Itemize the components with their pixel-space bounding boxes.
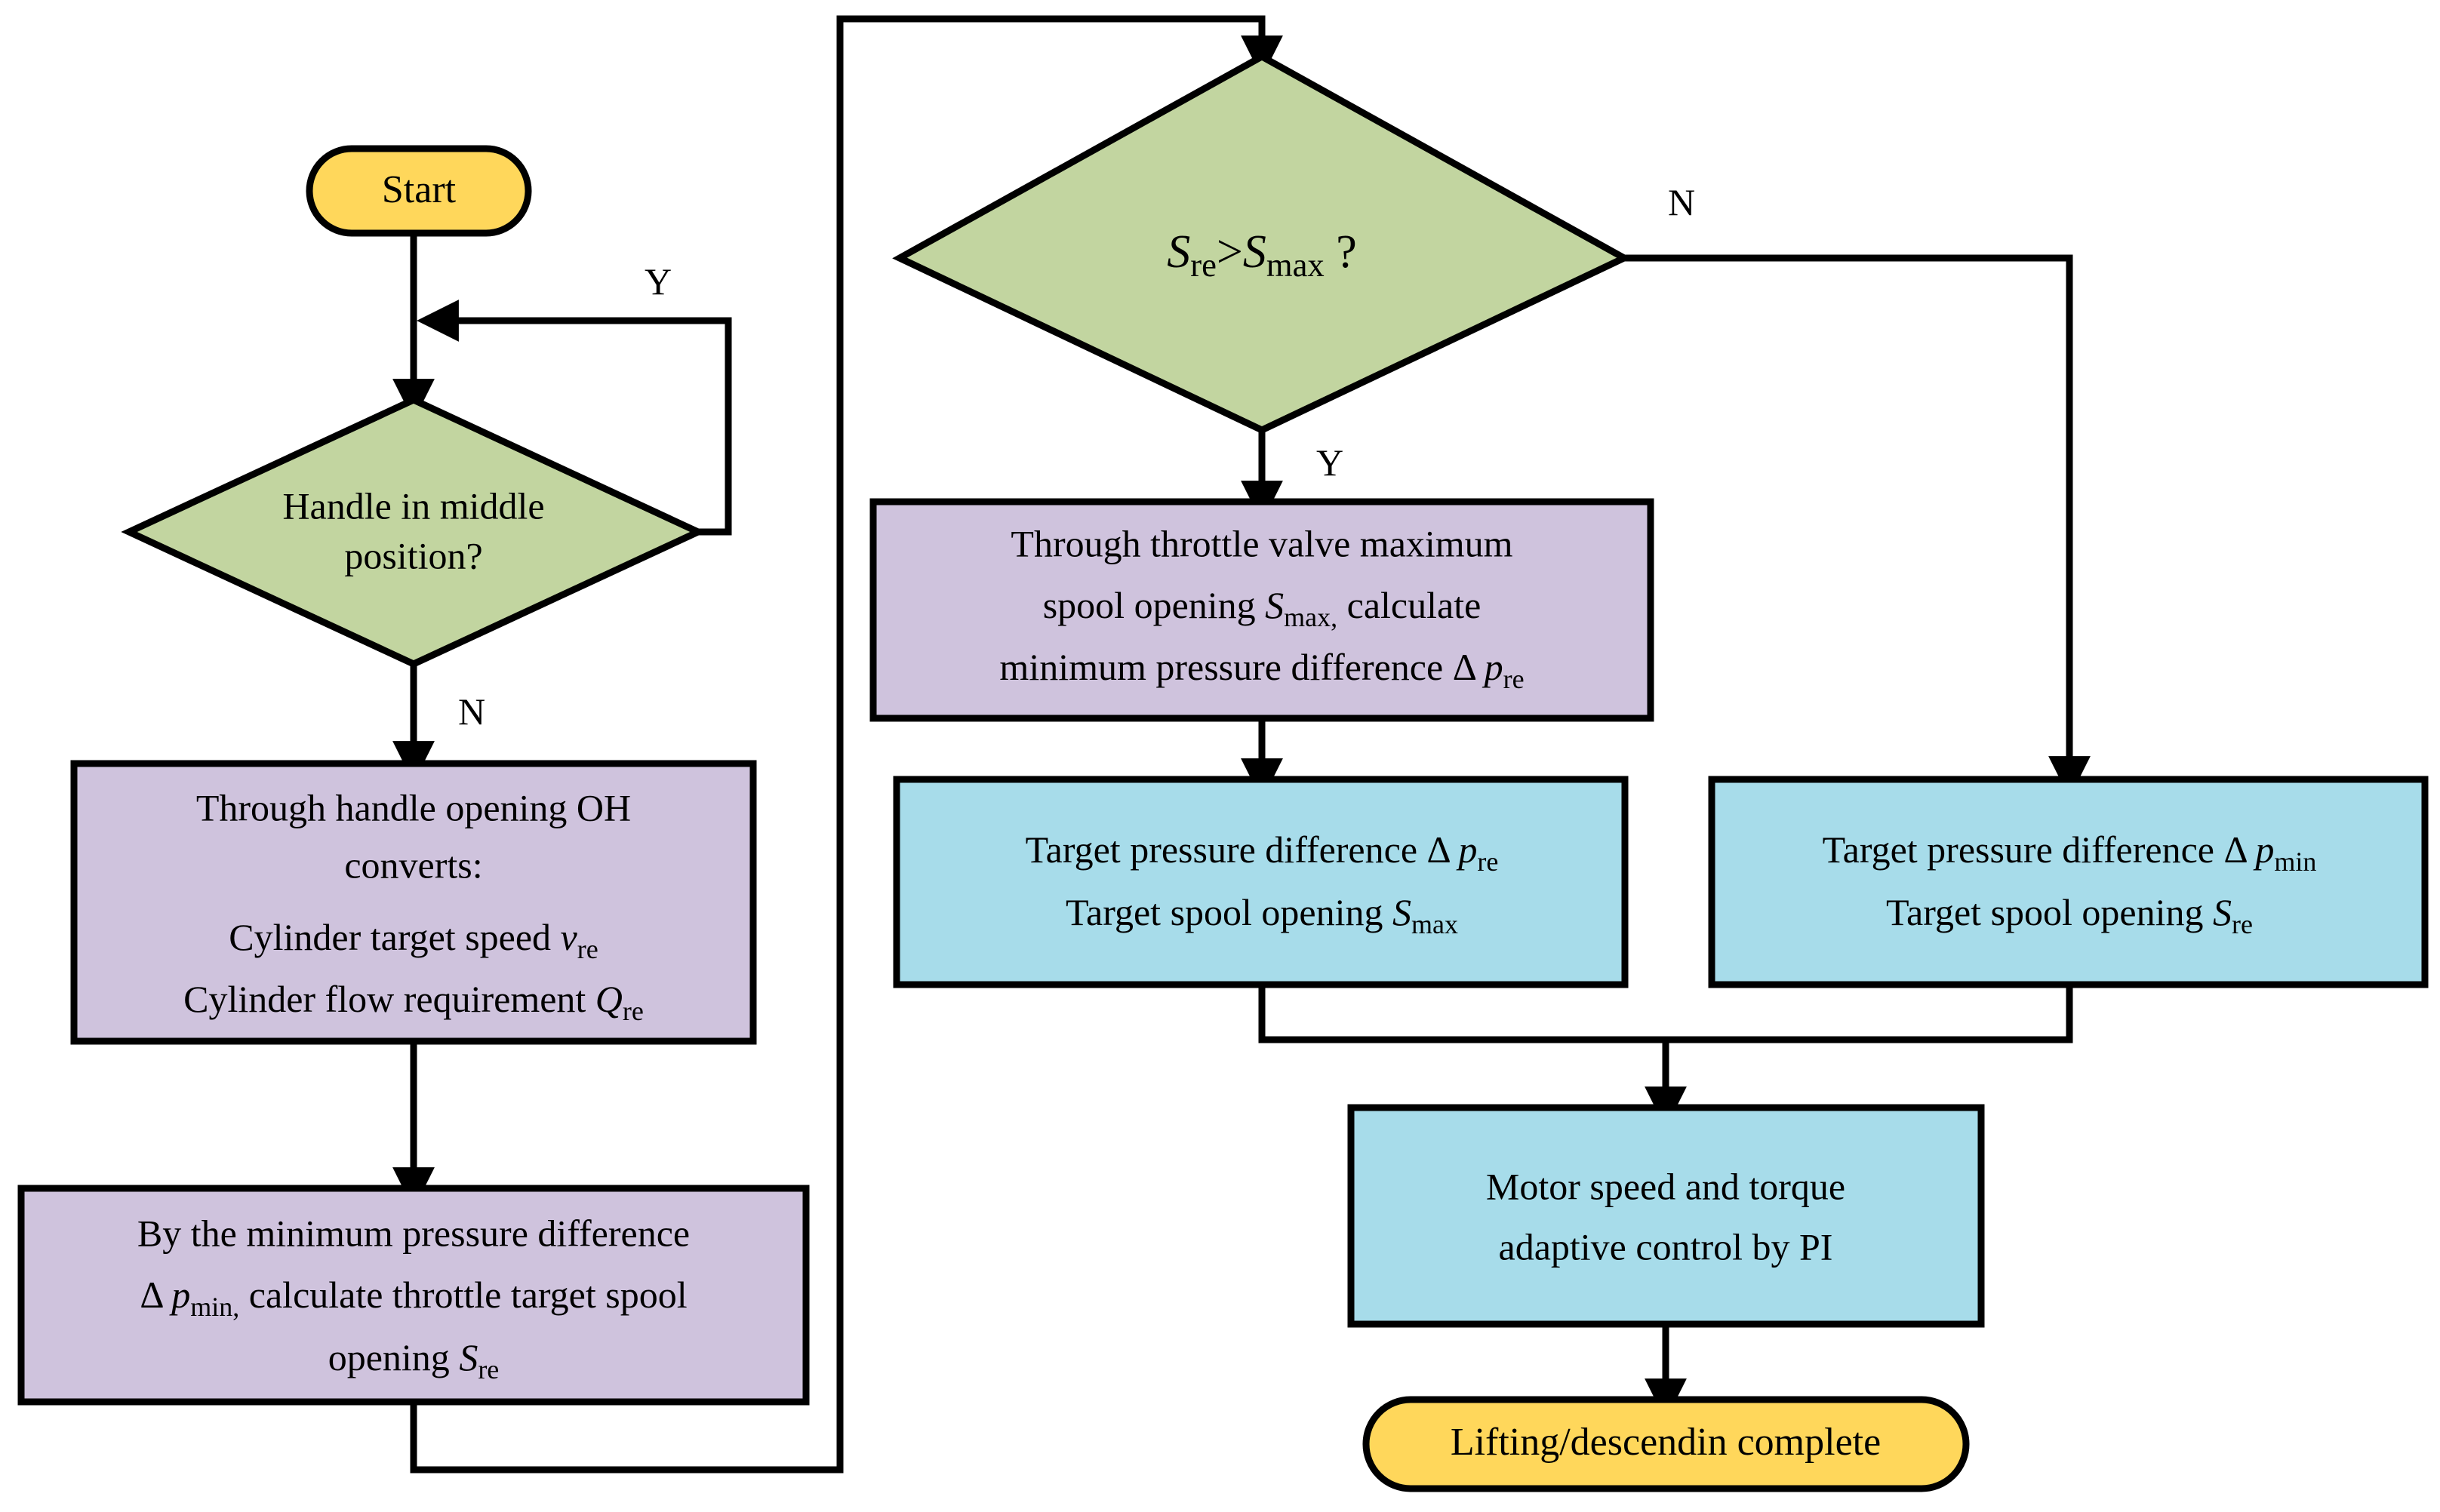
edge-minpressure-to-spool-decision <box>410 15 1283 1474</box>
process-throttle-max-line3: minimum pressure difference Δ pre <box>999 646 1524 694</box>
motor-control-line2: adaptive control by PI <box>1499 1225 1833 1268</box>
edge-handle-yes-loop <box>417 300 732 536</box>
node-target-right[interactable]: Target pressure difference Δ pmin Target… <box>1708 776 2429 988</box>
target-left-shape <box>893 776 1629 988</box>
edge-label-spool-yes: Y <box>1316 441 1343 484</box>
edge-target-right-to-merge <box>1666 985 2073 1043</box>
node-start[interactable]: Start <box>306 145 532 237</box>
process-min-pressure-line2: Δ pmin, calculate throttle target spool <box>140 1274 687 1322</box>
decision-handle-shape <box>121 396 706 668</box>
process-handle-opening-line2: converts: <box>344 844 482 886</box>
target-left-line2: Target spool opening Smax <box>1066 891 1458 939</box>
edge-label-spool-no: N <box>1668 181 1695 223</box>
start-label: Start <box>382 168 457 211</box>
process-handle-opening-line1: Through handle opening OH <box>196 786 631 828</box>
process-min-pressure-line3: opening Sre <box>328 1336 500 1384</box>
process-min-pressure-line1: By the minimum pressure difference <box>137 1212 690 1254</box>
edge-target-left-to-merge <box>1258 985 1666 1043</box>
process-handle-opening-shape <box>70 760 757 1045</box>
target-right-shape <box>1708 776 2429 988</box>
edge-label-handle-yes: Y <box>645 260 672 303</box>
decision-spool-label: Sre>Smax ? <box>1167 226 1357 284</box>
motor-control-line1: Motor speed and torque <box>1486 1165 1845 1207</box>
node-end[interactable]: Lifting/descendin complete <box>1362 1396 1970 1492</box>
process-handle-opening-line3: Cylinder target speed vre <box>229 916 598 964</box>
edge-spool-no-to-target-right <box>1624 254 2091 798</box>
process-min-pressure-shape <box>17 1185 810 1406</box>
node-target-left[interactable]: Target pressure difference Δ pre Target … <box>893 776 1629 988</box>
motor-control-shape <box>1347 1104 1985 1328</box>
connectors <box>392 15 2091 1474</box>
node-decision-spool[interactable]: Sre>Smax ? <box>892 52 1632 434</box>
process-throttle-max-line1: Through throttle valve maximum <box>1011 522 1512 564</box>
node-motor-control[interactable]: Motor speed and torque adaptive control … <box>1347 1104 1985 1328</box>
target-right-line2: Target spool opening Sre <box>1886 891 2253 939</box>
decision-handle-line1: Handle in middle <box>282 484 544 527</box>
process-throttle-max-line2: spool opening Smax, calculate <box>1043 584 1482 632</box>
start-shape <box>306 145 532 237</box>
decision-spool-shape <box>892 52 1632 434</box>
node-decision-handle[interactable]: Handle in middle position? <box>121 396 706 668</box>
node-process-handle-opening[interactable]: Through handle opening OH converts: Cyli… <box>70 760 757 1045</box>
target-left-line1: Target pressure difference Δ pre <box>1026 828 1499 877</box>
process-handle-opening-line4: Cylinder flow requirement Qre <box>183 978 644 1026</box>
process-throttle-max-shape <box>869 498 1654 722</box>
node-process-throttle-max[interactable]: Through throttle valve maximum spool ope… <box>869 498 1654 722</box>
end-label: Lifting/descendin complete <box>1451 1421 1881 1464</box>
end-shape <box>1362 1396 1970 1492</box>
target-right-line1: Target pressure difference Δ pmin <box>1823 828 2317 877</box>
node-process-min-pressure[interactable]: By the minimum pressure difference Δ pmi… <box>17 1185 810 1406</box>
decision-handle-line2: position? <box>344 534 482 576</box>
edge-label-handle-no: N <box>458 690 485 733</box>
